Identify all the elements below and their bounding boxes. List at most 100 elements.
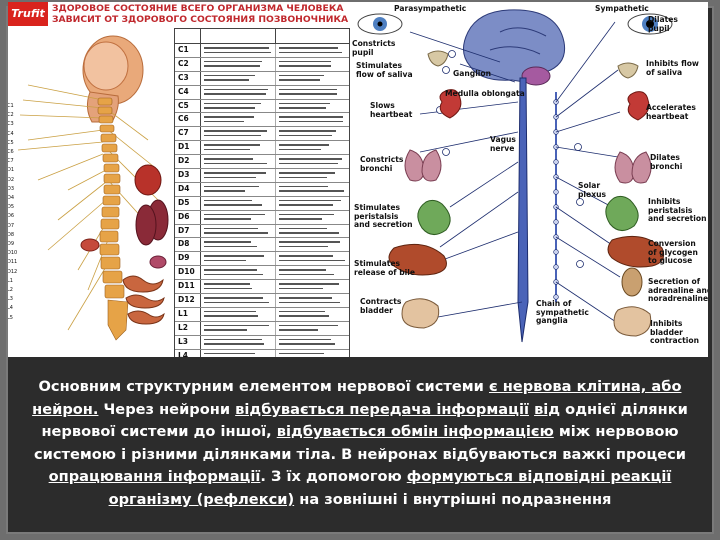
table-cell	[201, 280, 276, 294]
table-header-cell	[201, 29, 276, 43]
table-header-cell	[175, 29, 201, 43]
table-cell	[276, 322, 350, 335]
dilates-pupil-label: Dilates pupil	[648, 15, 678, 33]
table-cell	[201, 141, 276, 155]
table-cell	[201, 307, 276, 321]
side-label: D3	[8, 185, 15, 192]
side-label: D11	[8, 259, 18, 266]
table-cell	[276, 280, 350, 293]
stimulates-peristalsis-label: Stimulates peristalsis and secretion	[354, 203, 413, 230]
caption-underlined: формуються відповідні реакції організму …	[108, 468, 672, 508]
table-cell	[201, 321, 276, 335]
table-cell	[276, 308, 350, 321]
table-cell	[201, 99, 276, 113]
vertebra-code: C6	[175, 113, 201, 127]
caption-text: Основним структурним елементом нервової …	[38, 378, 489, 395]
solar-plexus-label: Solar plexus	[578, 181, 607, 199]
side-label: L5	[8, 314, 13, 321]
table-cell	[276, 183, 350, 196]
table-cell	[276, 127, 350, 140]
table-cell	[276, 58, 350, 71]
constricts-pupil-label: Constricts pupil	[352, 39, 396, 57]
vertebra-code: D5	[175, 196, 201, 210]
caption-text: Через нейрони	[98, 400, 236, 418]
vertebra-side-labels: C1 C2 C3 C4 C5 C6 C7 D1 D2 D3 D4 D5 D6 D…	[8, 102, 17, 323]
table-cell	[276, 252, 350, 265]
table-cell	[201, 335, 276, 349]
vertebra-code: D3	[175, 169, 201, 182]
stimulates-bile-label: Stimulates release of bile	[354, 259, 416, 277]
table-row: C4	[175, 85, 349, 100]
table-cell	[201, 224, 276, 238]
adrenaline-secretion-label: Secretion of adrenaline and noradrenalin…	[648, 277, 708, 304]
spine-health-panel: Trufit ЗДОРОВОЕ СОСТОЯНИЕ ВСЕГО ОРГАНИЗМ…	[8, 2, 350, 357]
medulla-label: Medulla oblongata	[445, 89, 525, 98]
sympathetic-header: Sympathetic	[595, 4, 649, 13]
table-row: D3	[175, 169, 349, 183]
vertebra-code: D11	[175, 280, 201, 294]
vertebra-code: D7	[175, 224, 201, 238]
side-label: D6	[8, 213, 15, 220]
spine-title-line-1: ЗДОРОВОЕ СОСТОЯНИЕ ВСЕГО ОРГАНИЗМА ЧЕЛОВ…	[52, 3, 344, 14]
caption-text: однієї ділянки нервової системи до іншої…	[41, 400, 688, 441]
side-label: C6	[8, 149, 14, 156]
side-label: D12	[8, 268, 18, 275]
spine-title-line-2: ЗАВИСИТ ОТ ЗДОРОВОГО СОСТОЯНИЯ ПОЗВОНОЧН…	[52, 14, 349, 25]
table-cell	[201, 266, 276, 280]
table-cell	[276, 141, 350, 154]
dilates-bronchi-label: Dilates bronchi	[650, 153, 683, 171]
table-row: D1	[175, 141, 350, 156]
table-cell	[201, 294, 276, 307]
table-row: C2	[175, 57, 350, 72]
table-cell	[276, 336, 350, 349]
vertebra-code: L1	[175, 307, 201, 321]
vertebra-code: D8	[175, 238, 201, 252]
table-cell	[201, 113, 276, 127]
slide-caption: Основним структурним елементом нервової …	[14, 376, 706, 512]
vertebra-code: L3	[175, 335, 201, 349]
table-cell	[276, 113, 350, 126]
inhibits-bladder-label: Inhibits bladder contraction	[650, 319, 699, 346]
table-cell	[276, 238, 350, 251]
table-row: C5	[175, 99, 349, 114]
constricts-bronchi-label: Constricts bronchi	[360, 155, 404, 173]
table-cell	[276, 294, 350, 307]
table-cell	[276, 155, 350, 168]
table-cell	[201, 57, 276, 71]
vertebra-code: C5	[175, 99, 201, 113]
table-header-cell	[276, 29, 350, 43]
table-cell	[276, 225, 350, 238]
side-label: L1	[8, 277, 13, 284]
caption-text: . З їх допомогою	[260, 468, 407, 486]
side-label: D9	[8, 241, 15, 248]
table-cell	[201, 127, 276, 141]
table-row: D7	[175, 224, 350, 239]
table-cell	[276, 211, 350, 224]
table-row: D5	[175, 196, 349, 211]
autonomic-nervous-system-diagram: Parasympathetic Sympathetic Constricts p…	[350, 2, 708, 357]
table-row: D10	[175, 266, 349, 281]
table-row: D6	[175, 210, 350, 225]
side-label: D8	[8, 231, 15, 238]
side-label: D5	[8, 204, 15, 211]
ganglion-label: Ganglion	[453, 69, 492, 78]
table-cell	[201, 196, 276, 210]
vertebra-code: D4	[175, 182, 201, 196]
side-label: L2	[8, 287, 13, 294]
side-label: C3	[8, 121, 14, 128]
table-cell	[201, 349, 276, 357]
side-label: D2	[8, 176, 15, 183]
caption-text: між нервовою системою і різними ділянкам…	[33, 423, 687, 463]
side-label: L3	[8, 296, 13, 303]
side-label: D4	[8, 195, 15, 202]
table-cell	[201, 182, 276, 196]
inhibits-peristalsis-label: Inhibits peristalsis and secretion	[648, 197, 707, 224]
vertebra-code: L2	[175, 321, 201, 335]
table-row: L2	[175, 321, 350, 336]
sympathetic-chain-label: Chain of sympathetic ganglia	[536, 299, 589, 326]
side-label: C7	[8, 158, 14, 165]
table-row: D11	[175, 280, 350, 295]
table-row: D2	[175, 155, 350, 170]
